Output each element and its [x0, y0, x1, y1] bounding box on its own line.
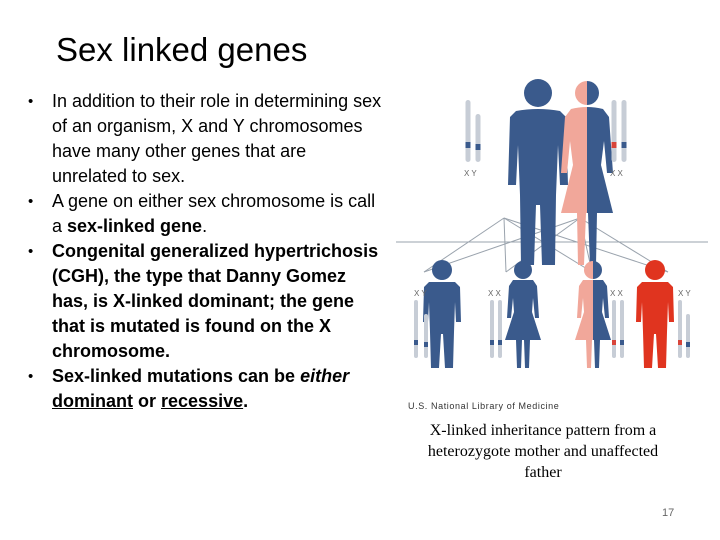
mother-chromosome-label: X X — [610, 169, 624, 178]
bullet-text: Congenital generalized hypertrichosis (C… — [52, 241, 379, 361]
bullet-term-recessive: recessive — [161, 391, 244, 411]
child-label: X X — [488, 289, 502, 298]
page-number: 17 — [662, 507, 675, 519]
bullet-dot: • — [28, 243, 34, 260]
child-son-affected — [636, 260, 674, 368]
bullet-dot: • — [28, 193, 34, 210]
bullet-text: A gene on either sex chromosome is call … — [52, 191, 376, 236]
child-label: X Y — [414, 289, 427, 298]
child-son-unaffected — [423, 260, 461, 368]
figure-credit: U.S. National Library of Medicine — [408, 401, 560, 411]
child-label: X X — [610, 289, 624, 298]
father-figure — [508, 79, 568, 265]
bullet-dot: • — [28, 93, 34, 110]
child-daughter-carrier — [575, 261, 611, 368]
bullet-item: • Congenital generalized hypertrichosis … — [24, 239, 384, 364]
bullet-list: • In addition to their role in determini… — [24, 89, 384, 414]
bullet-emphasis: either — [300, 366, 350, 386]
child-label: X Y — [678, 289, 691, 298]
bullet-item: • Sex-linked mutations can be either dom… — [28, 366, 350, 411]
bullet-item: • A gene on either sex chromosome is cal… — [24, 189, 384, 239]
mother-figure — [561, 81, 613, 265]
bullet-term-dominant: dominant — [52, 391, 133, 411]
child-daughter-unaffected — [505, 261, 541, 368]
child-chromosomes — [414, 300, 690, 358]
bullet-text: In addition to their role in determining… — [52, 91, 382, 186]
mother-chromosomes — [611, 100, 627, 162]
bullet-text: . — [202, 216, 208, 236]
father-chromosomes — [465, 100, 481, 162]
bullet-term: sex-linked gene — [67, 216, 203, 236]
bullet-item: • In addition to their role in determini… — [24, 89, 384, 189]
bullet-dot: • — [28, 368, 34, 385]
father-chromosome-label: X Y — [464, 169, 477, 178]
slide-title: Sex linked genes — [56, 31, 308, 68]
inheritance-diagram: X Y X X X Y X X X X X Y — [396, 79, 708, 368]
figure-caption: X-linked inheritance pattern from a hete… — [427, 422, 659, 481]
bullet-text: Sex-linked mutations can be — [52, 366, 301, 386]
